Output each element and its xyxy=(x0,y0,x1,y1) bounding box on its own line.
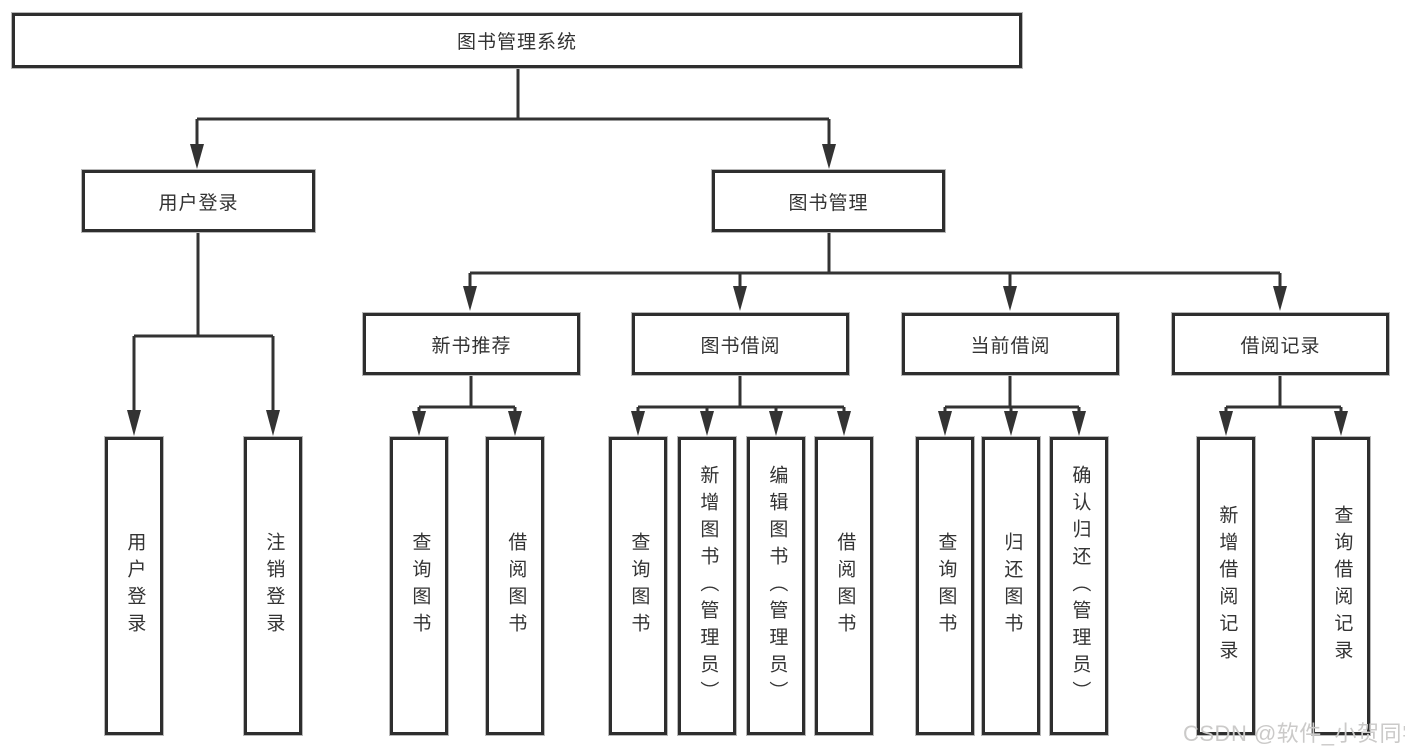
node-borrow-record: 借阅记录 xyxy=(1172,313,1389,375)
node-leaf-user-login-label: 用户登录 xyxy=(124,532,146,640)
node-new-book: 新书推荐 xyxy=(363,313,580,375)
node-cb-query-book-label: 查询图书 xyxy=(935,532,957,640)
node-book-manage: 图书管理 xyxy=(712,170,945,232)
node-cb-return-book: 归还图书 xyxy=(982,437,1040,735)
node-br-query-record: 查询借阅记录 xyxy=(1312,437,1370,735)
node-bb-edit-book: 编辑图书（管理员） xyxy=(747,437,805,735)
node-bb-query-book-label: 查询图书 xyxy=(628,532,650,640)
node-cb-query-book: 查询图书 xyxy=(916,437,974,735)
node-br-add-record-label: 新增借阅记录 xyxy=(1216,505,1238,667)
node-cb-return-book-label: 归还图书 xyxy=(1001,532,1023,640)
node-book-manage-label: 图书管理 xyxy=(788,192,869,214)
node-root: 图书管理系统 xyxy=(12,13,1022,68)
node-borrow-record-label: 借阅记录 xyxy=(1240,335,1321,357)
arrowheads xyxy=(127,144,1348,436)
node-nb-query-book: 查询图书 xyxy=(390,437,448,735)
node-br-query-record-label: 查询借阅记录 xyxy=(1331,505,1353,667)
node-leaf-logout: 注销登录 xyxy=(244,437,302,735)
node-leaf-user-login: 用户登录 xyxy=(105,437,163,735)
node-book-borrow: 图书借阅 xyxy=(632,313,849,375)
node-book-borrow-label: 图书借阅 xyxy=(700,335,781,357)
csdn-watermark: CSDN @软件_小贺同学 xyxy=(1183,721,1405,746)
node-bb-edit-book-label: 编辑图书（管理员） xyxy=(766,464,788,708)
node-nb-borrow-book-label: 借阅图书 xyxy=(505,532,527,640)
node-new-book-label: 新书推荐 xyxy=(431,335,512,357)
node-bb-add-book-label: 新增图书（管理员） xyxy=(697,464,719,708)
node-bb-query-book: 查询图书 xyxy=(609,437,667,735)
node-user-login-label: 用户登录 xyxy=(158,192,239,214)
node-leaf-logout-label: 注销登录 xyxy=(263,532,285,640)
node-bb-add-book: 新增图书（管理员） xyxy=(678,437,736,735)
node-bb-borrow-book: 借阅图书 xyxy=(815,437,873,735)
node-nb-borrow-book: 借阅图书 xyxy=(486,437,544,735)
node-root-label: 图书管理系统 xyxy=(456,32,577,53)
node-cb-confirm-return: 确认归还（管理员） xyxy=(1050,437,1108,735)
node-user-login: 用户登录 xyxy=(82,170,315,232)
node-current-borrow: 当前借阅 xyxy=(902,313,1119,375)
node-bb-borrow-book-label: 借阅图书 xyxy=(834,532,856,640)
node-current-borrow-label: 当前借阅 xyxy=(970,335,1051,357)
node-cb-confirm-return-label: 确认归还（管理员） xyxy=(1069,464,1091,708)
node-nb-query-book-label: 查询图书 xyxy=(409,532,431,640)
node-br-add-record: 新增借阅记录 xyxy=(1197,437,1255,735)
